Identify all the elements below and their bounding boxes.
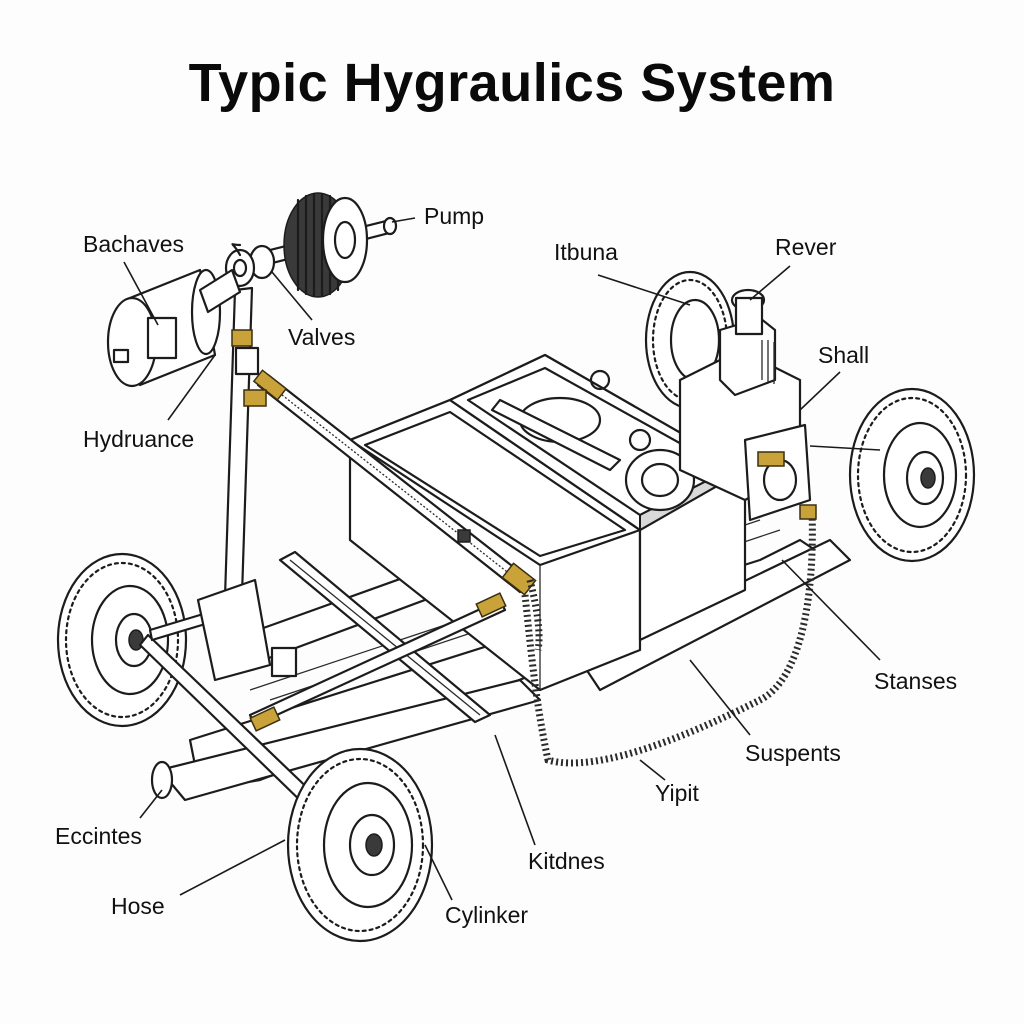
diagram-title: Typic Hygraulics System — [188, 53, 836, 113]
label-bachaves: Bachaves — [83, 231, 185, 257]
rear-left-wheel — [286, 747, 434, 943]
motor-cylinder — [106, 268, 242, 388]
column-fittings — [231, 329, 267, 407]
label-itbuna: Itbuna — [554, 239, 618, 265]
label-cylinker: Cylinker — [445, 902, 529, 928]
label-eccintes: Eccintes — [55, 823, 142, 849]
leader-lines — [123, 217, 881, 901]
label-yipit: Yipit — [655, 780, 699, 806]
label-pump: Pump — [424, 203, 485, 229]
label-shall: Shall — [818, 342, 870, 368]
end-cap — [150, 760, 174, 800]
label-suspents: Suspents — [745, 740, 841, 766]
label-valves: Valves — [288, 324, 356, 350]
label-hose: Hose — [111, 893, 165, 919]
label-stanses: Stanses — [874, 668, 958, 694]
label-rever: Rever — [775, 234, 837, 260]
rear-right-wheel — [848, 387, 976, 563]
front-left-wheel — [56, 552, 188, 728]
lower-rod — [248, 592, 507, 732]
hoses — [521, 504, 817, 767]
label-kitdnes: Kitdnes — [528, 848, 605, 874]
engine-assembly — [678, 288, 812, 522]
label-hydruance: Hydruance — [83, 426, 195, 452]
motor-box — [448, 353, 749, 642]
pump-assembly — [224, 192, 398, 298]
